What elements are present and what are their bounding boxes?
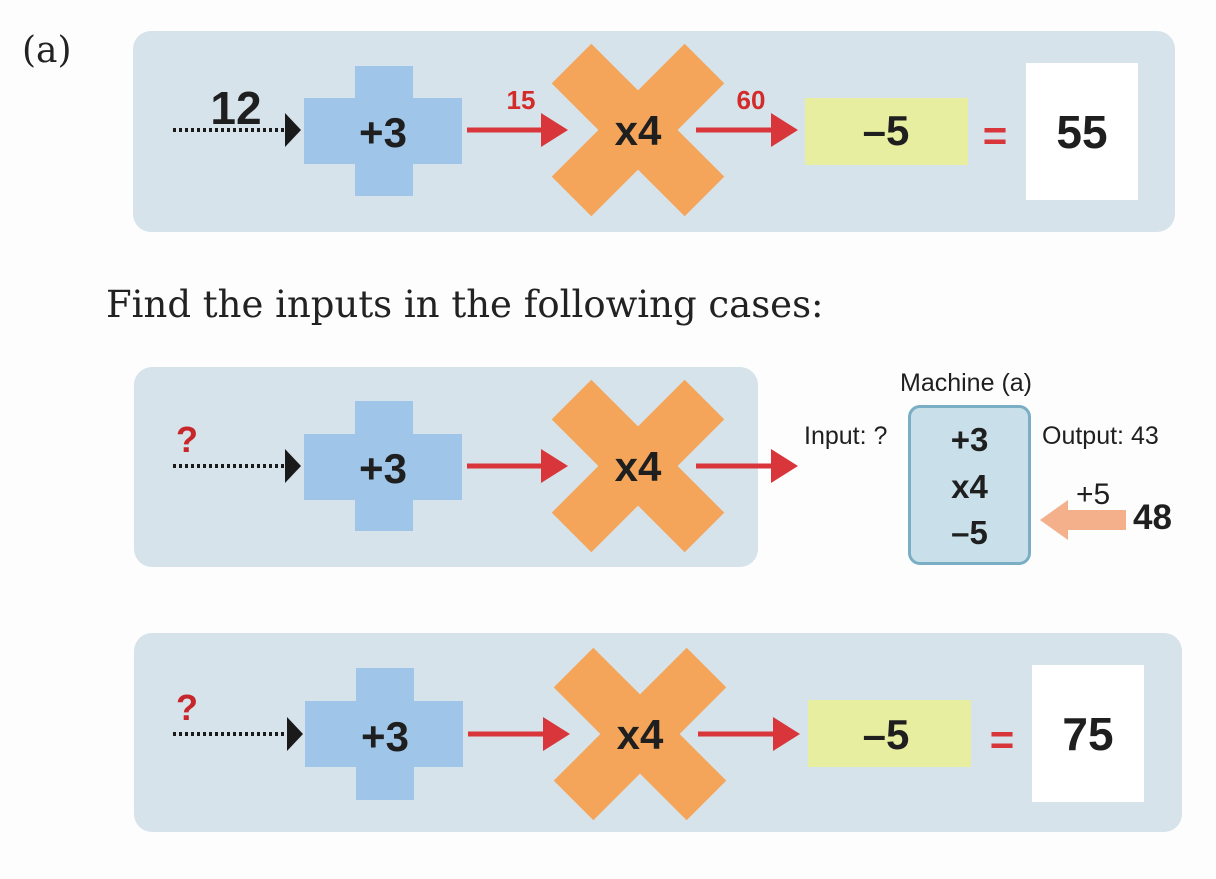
inverse-value: 48 <box>1133 498 1172 537</box>
reverse-title: Machine (a) <box>900 369 1032 397</box>
x-shape-icon <box>553 647 727 821</box>
right-arrow-icon <box>698 717 800 751</box>
dotted-arrow-icon <box>173 113 301 147</box>
right-arrow-icon <box>467 449 568 483</box>
case-1-op1: +3 <box>359 445 407 492</box>
part-label: (a) <box>22 30 72 71</box>
machine-a-after-op2: 60 <box>737 85 766 115</box>
machine-a-op1: +3 <box>359 109 407 156</box>
right-arrow-icon <box>696 449 798 483</box>
machine-a-input: 12 <box>210 82 261 134</box>
minus-block <box>805 98 968 165</box>
reverse-output-label: Output: 43 <box>1042 422 1159 450</box>
right-arrow-icon <box>468 717 570 751</box>
inverse-op: +5 <box>1076 478 1111 511</box>
case-2-op1: +3 <box>361 713 409 760</box>
reverse-machine-box: +3 x4 –5 <box>908 405 1031 565</box>
reverse-input-label: Input: ? <box>804 422 888 450</box>
machine-a-equals: = <box>983 112 1008 159</box>
case-2-op3: –5 <box>863 711 910 758</box>
reverse-step-1: +3 <box>950 421 989 458</box>
case-2-input: ? <box>176 687 198 728</box>
case-2-op2: x4 <box>617 711 664 758</box>
plus-shape-icon <box>305 668 463 800</box>
machine-a-after-op1: 15 <box>507 85 536 115</box>
plus-shape-icon <box>304 401 462 531</box>
right-arrow-icon <box>696 113 798 147</box>
reverse-step-3: –5 <box>951 514 988 551</box>
x-shape-icon <box>551 43 725 217</box>
plus-shape-icon <box>304 66 462 196</box>
left-arrow-icon <box>1040 500 1126 540</box>
machine-a-op2: x4 <box>615 107 662 154</box>
minus-block <box>808 700 971 767</box>
reverse-step-2: x4 <box>951 468 988 505</box>
case-1-input: ? <box>176 419 198 460</box>
case-2-equals: = <box>990 716 1015 763</box>
dotted-arrow-icon <box>173 717 303 751</box>
dotted-arrow-icon <box>173 449 301 483</box>
question-text: Find the inputs in the following cases: <box>106 283 824 326</box>
x-shape-icon <box>551 379 725 553</box>
case-2-output: 75 <box>1032 665 1144 802</box>
machine-a-op3: –5 <box>863 107 910 154</box>
right-arrow-icon <box>467 113 568 147</box>
machine-a-output: 55 <box>1026 63 1138 200</box>
case-1-op2: x4 <box>615 443 662 490</box>
